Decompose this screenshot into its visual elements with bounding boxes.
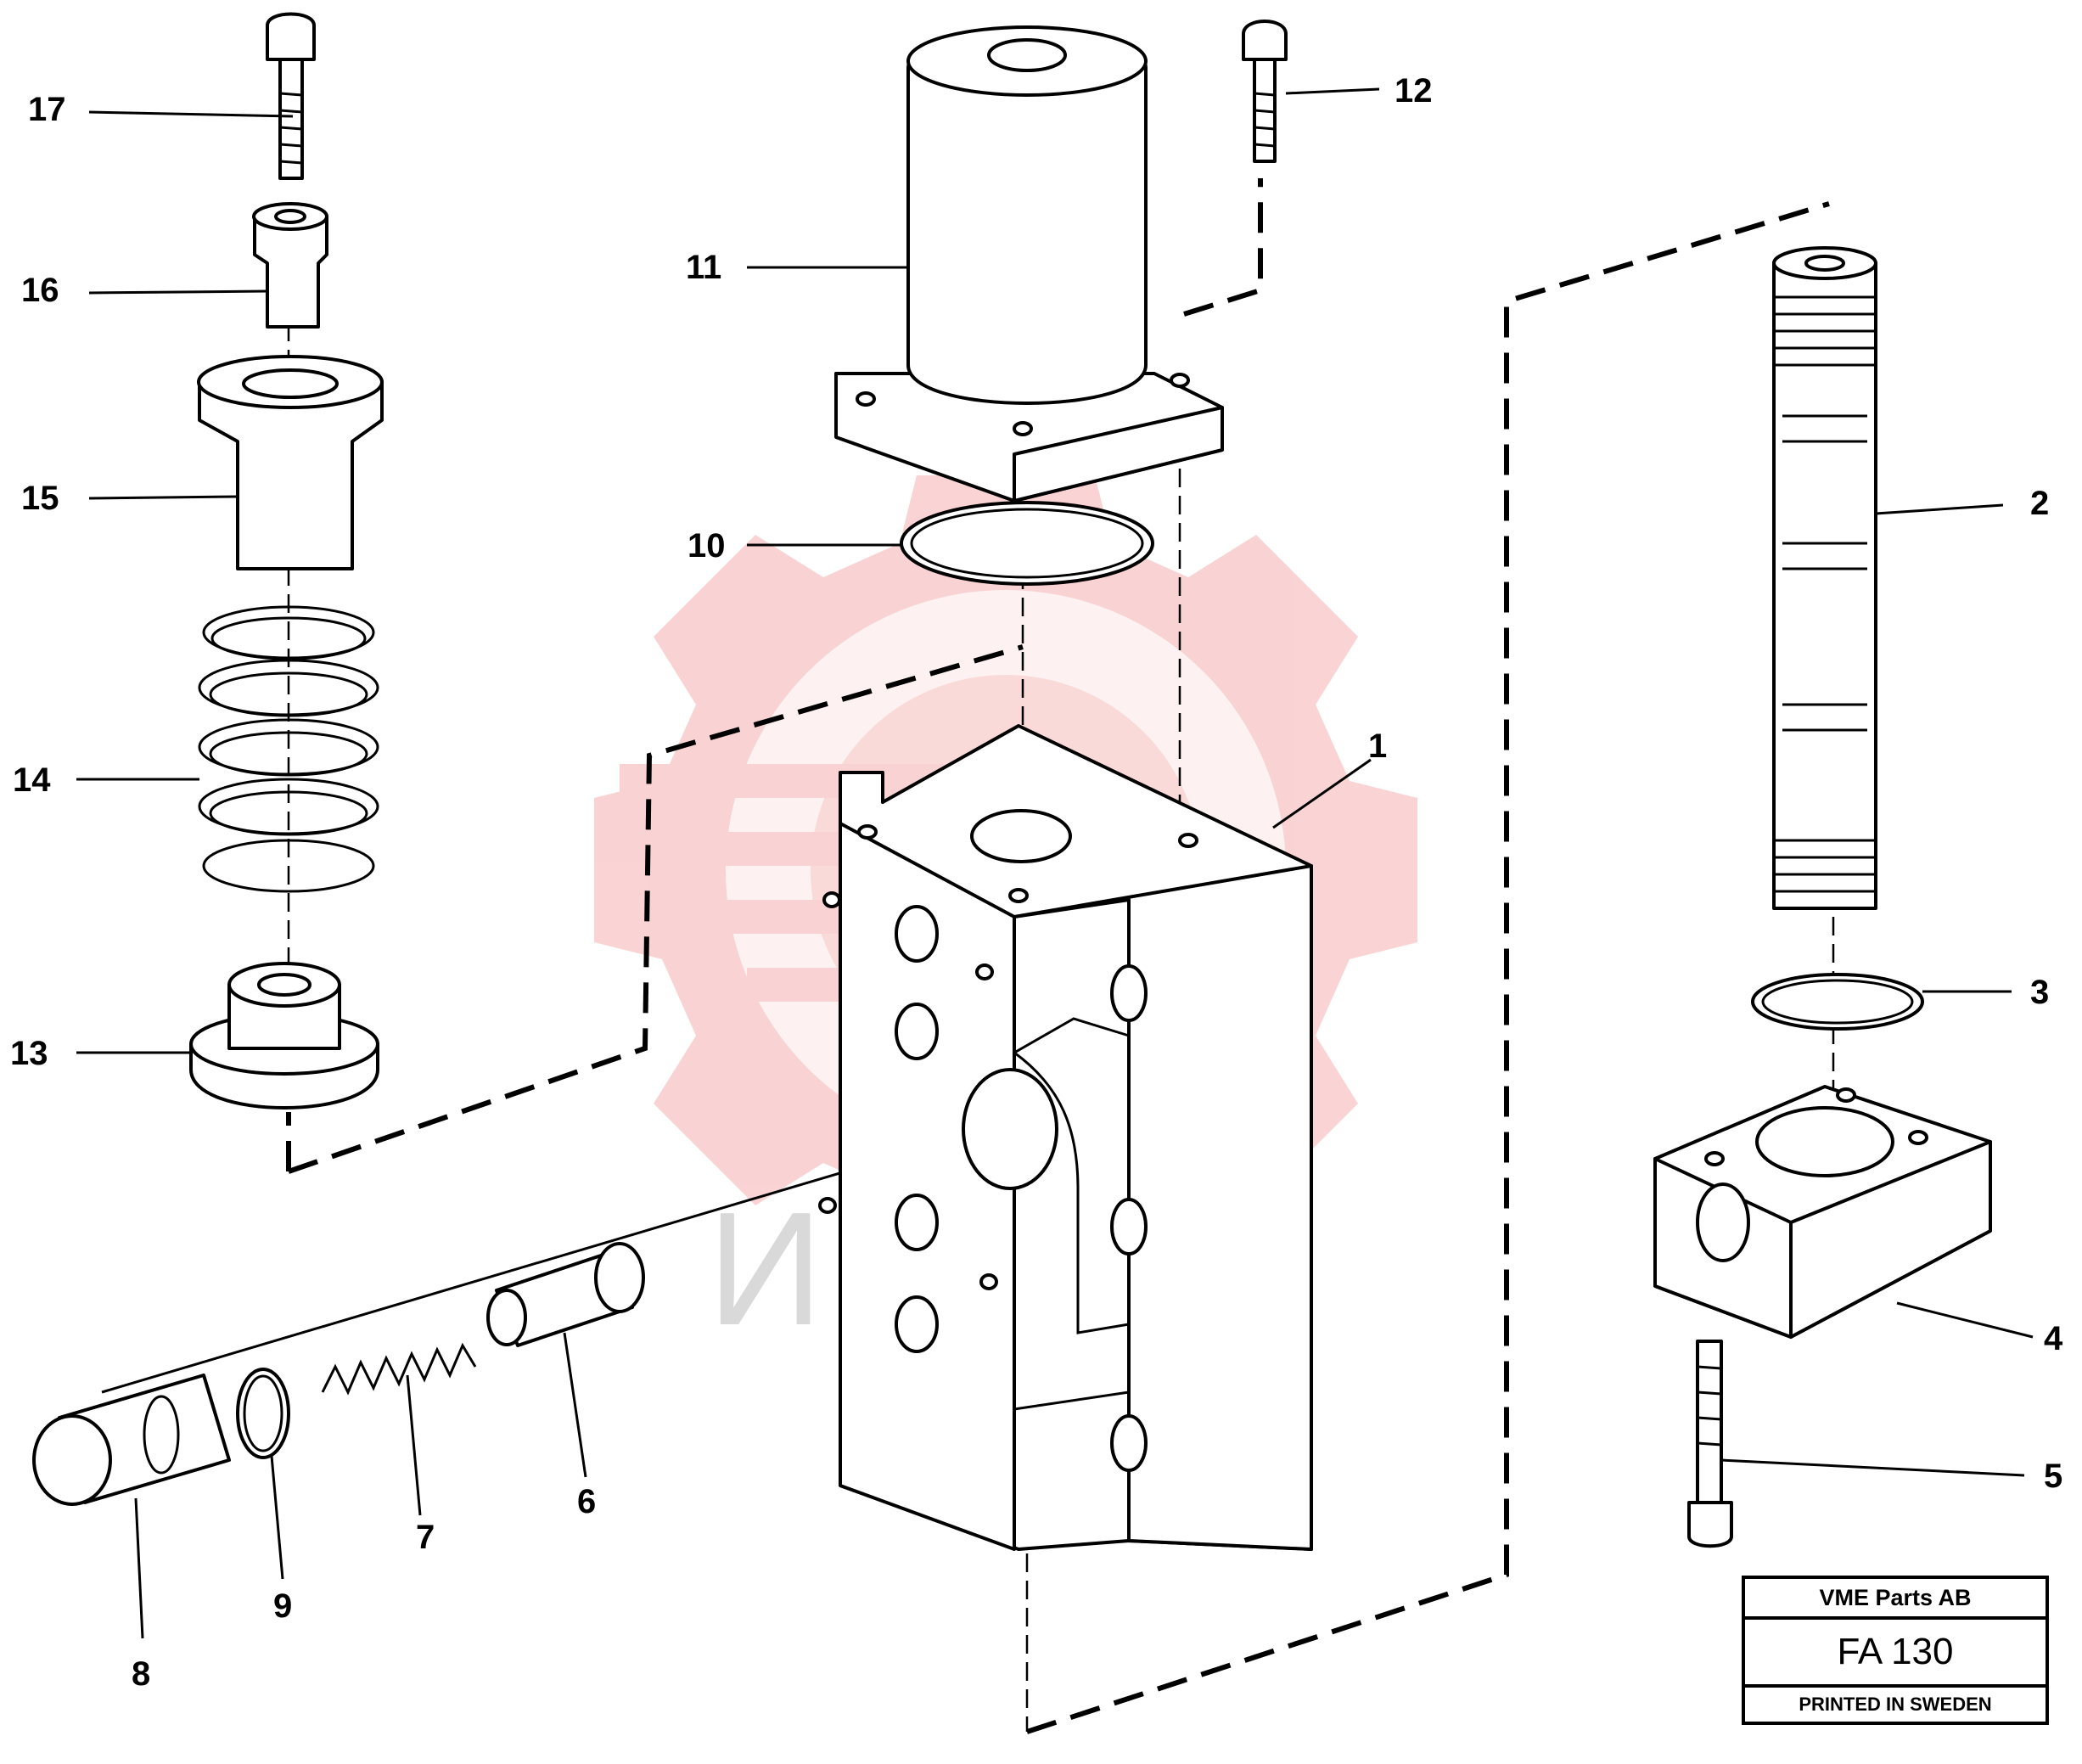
bolt-17 — [266, 12, 316, 180]
callout-15: 15 — [21, 480, 59, 517]
o-ring-3 — [1751, 973, 1924, 1031]
leader-8 — [134, 1497, 144, 1639]
leader-16 — [88, 289, 268, 295]
callout-12: 12 — [1395, 72, 1433, 110]
callout-3: 3 — [2030, 974, 2049, 1011]
spring-seat-13 — [189, 962, 379, 1110]
sleeve-6 — [486, 1242, 645, 1347]
callout-1: 1 — [1368, 728, 1387, 765]
leader-5 — [1720, 1458, 2025, 1477]
bolt-12 — [1242, 20, 1288, 163]
bushing-16 — [252, 202, 328, 329]
assembly-dash-right — [1026, 201, 1830, 1734]
callout-2: 2 — [2030, 485, 2049, 522]
block-4 — [1653, 1085, 1992, 1339]
callout-16: 16 — [21, 272, 59, 309]
callout-13: 13 — [10, 1035, 48, 1072]
leader-1 — [1272, 758, 1372, 829]
callout-6: 6 — [577, 1483, 596, 1520]
leader-6 — [563, 1332, 587, 1478]
plug-8 — [32, 1374, 231, 1506]
o-ring-9 — [236, 1368, 290, 1459]
title-block-drawing-number: FA 130 — [1742, 1616, 2049, 1688]
o-ring-10 — [900, 501, 1154, 586]
callout-8: 8 — [132, 1655, 150, 1693]
bolt-5 — [1687, 1340, 1733, 1548]
callout-7: 7 — [416, 1519, 435, 1556]
leader-9 — [270, 1455, 284, 1580]
callout-5: 5 — [2044, 1458, 2062, 1495]
callout-17: 17 — [28, 91, 66, 128]
leader-12 — [1285, 87, 1380, 95]
leader-15 — [88, 495, 239, 500]
title-block-printed: PRINTED IN SWEDEN — [1742, 1684, 2049, 1725]
leader-4 — [1896, 1301, 2034, 1339]
callout-9: 9 — [273, 1587, 292, 1625]
assembly-dash-top — [1183, 178, 1263, 317]
title-block-company: VME Parts AB — [1742, 1576, 2049, 1620]
callout-4: 4 — [2044, 1320, 2063, 1357]
callout-14: 14 — [13, 761, 51, 799]
valve-body — [818, 724, 1313, 1551]
spool-2 — [1772, 246, 1877, 910]
assembly-dash-left — [288, 644, 1024, 1174]
solenoid — [834, 25, 1224, 503]
leader-2 — [1875, 503, 2004, 515]
callout-10: 10 — [687, 527, 726, 565]
spring-14 — [198, 605, 379, 893]
callout-11: 11 — [686, 249, 721, 286]
leader-7 — [406, 1374, 422, 1516]
spring-7 — [321, 1342, 477, 1396]
leader-17 — [88, 110, 294, 118]
sleeve-15 — [197, 355, 384, 570]
